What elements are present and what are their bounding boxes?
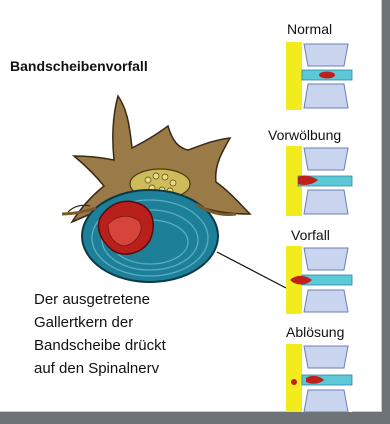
- stage-vorwoelbung: [286, 146, 352, 216]
- diagram-drawing: [0, 0, 382, 412]
- diagram-card: Bandscheibenvorfall Der ausgetretene Gal…: [0, 0, 382, 412]
- stage-normal: [286, 42, 352, 110]
- stage-panels: [286, 42, 352, 412]
- pointer-line: [217, 252, 286, 288]
- stage-abloesung: [286, 344, 352, 412]
- stage-vorfall: [286, 246, 352, 314]
